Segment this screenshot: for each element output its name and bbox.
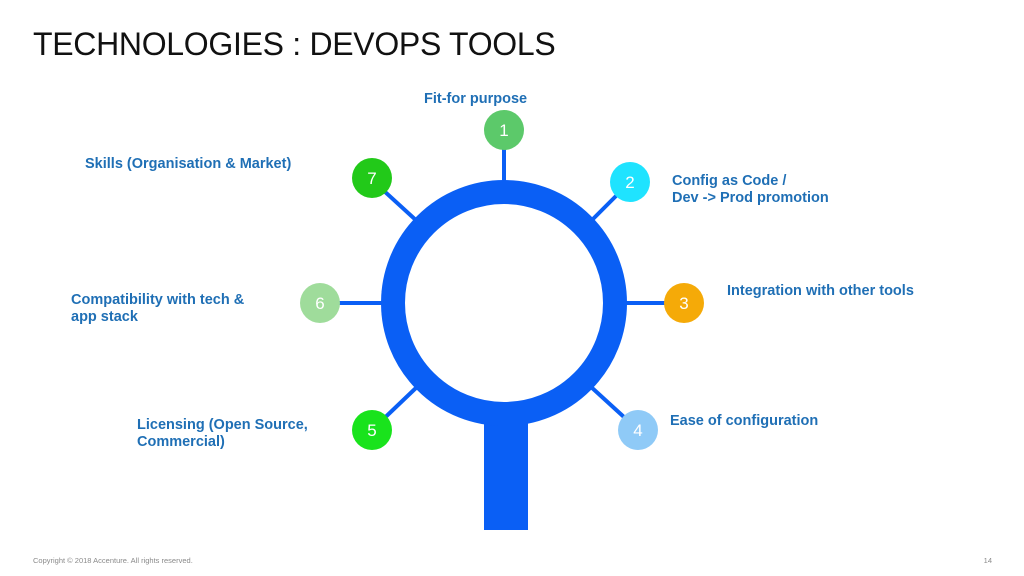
label-licensing-line1: Licensing (Open Source, [137,417,308,433]
copyright-text: Copyright © 2018 Accenture. All rights r… [33,556,193,565]
node-2-number: 2 [625,173,634,192]
node-4-number: 4 [633,421,642,440]
label-fit-for-purpose: Fit-for purpose [424,91,528,107]
label-compatibility-line1: Compatibility with tech & [71,292,245,308]
label-licensing-line2: Commercial) [137,434,225,450]
node-7: 7 [352,158,392,198]
node-2: 2 [610,162,650,202]
node-1-number: 1 [499,121,508,140]
node-1-circle [484,110,524,150]
node-7-circle [352,158,392,198]
magnifier-ring [381,180,627,426]
node-6-number: 6 [315,294,324,313]
node-4-circle [618,410,658,450]
node-5-number: 5 [367,421,376,440]
label-skills: Skills (Organisation & Market) [85,156,292,172]
label-config-as-code: Config as Code / Dev -> Prod promotion [672,173,829,207]
node-5: 5 [352,410,392,450]
label-licensing: Licensing (Open Source, Commercial) [137,417,308,451]
node-5-circle [352,410,392,450]
slide-title: TECHNOLOGIES : DEVOPS TOOLS [33,26,556,62]
node-4: 4 [618,410,658,450]
label-ease-of-configuration: Ease of configuration [670,413,819,429]
page-number: 14 [983,556,992,565]
node-2-circle [610,162,650,202]
label-config-as-code-line2: Dev -> Prod promotion [672,190,829,206]
node-3: 3 [664,283,704,323]
node-6: 6 [300,283,340,323]
node-1: 1 [484,110,524,150]
label-integration: Integration with other tools [727,283,914,299]
node-7-number: 7 [367,169,376,188]
magnifier-handle [484,410,528,530]
node-3-circle [664,283,704,323]
label-compatibility: Compatibility with tech & app stack [71,292,244,326]
node-3-number: 3 [679,294,688,313]
label-compatibility-line2: app stack [71,309,138,325]
node-6-circle [300,283,340,323]
label-config-as-code-line1: Config as Code / [672,173,787,189]
